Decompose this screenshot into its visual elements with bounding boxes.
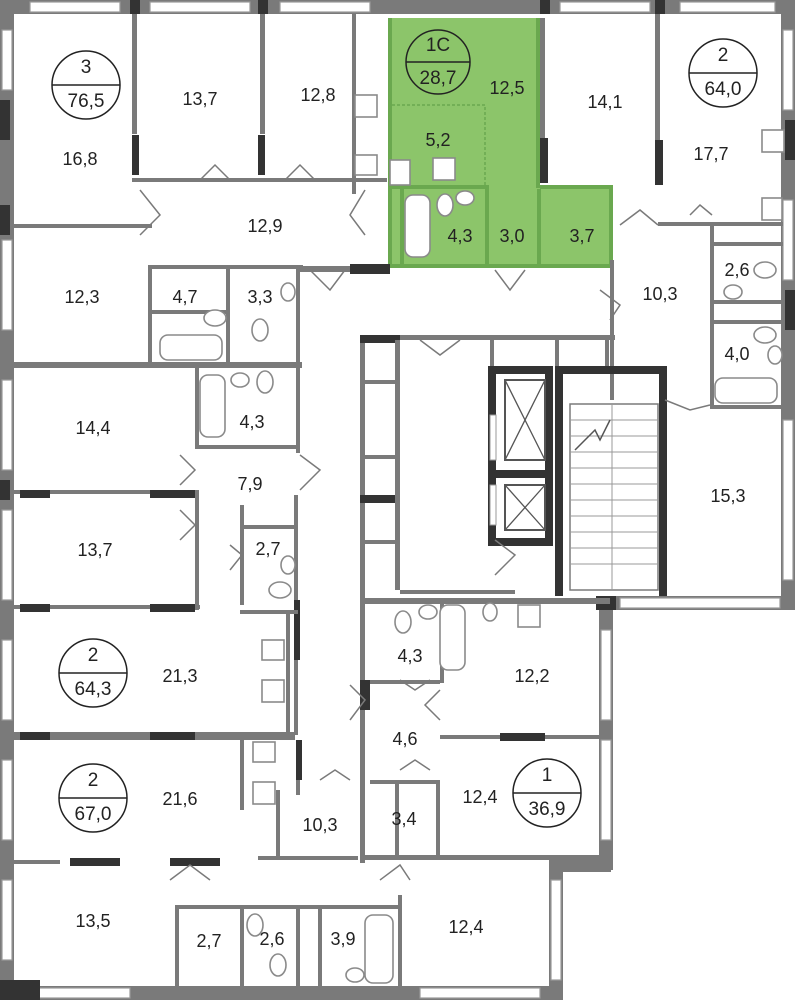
room-area: 15,3 [710, 486, 745, 506]
room-area: 14,1 [587, 92, 622, 112]
interior-walls [10, 14, 783, 990]
room-area: 4,0 [724, 344, 749, 364]
bathroom-fixtures [159, 94, 785, 984]
room-area: 4,3 [397, 646, 422, 666]
room-area: 4,3 [239, 412, 264, 432]
apartment-badge-selected[interactable]: 1С 28,7 [405, 29, 471, 95]
apartment-type: 2 [88, 645, 99, 666]
elevators [489, 379, 546, 531]
apartment-type: 1С [426, 35, 450, 56]
room-area: 3,0 [499, 226, 524, 246]
room-area: 12,5 [489, 78, 524, 98]
apartment-area: 76,5 [68, 91, 105, 112]
room-area: 12,2 [514, 666, 549, 686]
room-area: 21,6 [162, 789, 197, 809]
doors [139, 163, 713, 881]
apartment-area: 64,3 [75, 679, 112, 700]
room-area: 2,7 [255, 539, 280, 559]
apartment-badge[interactable]: 2 64,3 [58, 638, 128, 708]
room-area: 5,2 [425, 130, 450, 150]
room-area: 17,7 [693, 144, 728, 164]
apartment-area: 28,7 [420, 68, 457, 89]
apartment-area: 64,0 [705, 79, 742, 100]
apartment-badge[interactable]: 2 67,0 [58, 763, 128, 833]
apartment-badge[interactable]: 2 64,0 [688, 38, 758, 108]
room-area: 12,3 [64, 287, 99, 307]
room-area: 4,3 [447, 226, 472, 246]
apartment-area: 67,0 [75, 804, 112, 825]
apartment-badge[interactable]: 1 36,9 [512, 758, 582, 828]
room-area: 14,4 [75, 418, 110, 438]
apartment-type: 2 [718, 45, 729, 66]
room-area: 2,6 [724, 260, 749, 280]
room-area: 12,9 [247, 216, 282, 236]
room-area: 3,4 [391, 809, 416, 829]
room-area: 13,7 [77, 540, 112, 560]
room-area: 3,7 [569, 226, 594, 246]
room-area: 4,6 [392, 729, 417, 749]
room-area: 10,3 [642, 284, 677, 304]
room-area: 16,8 [62, 149, 97, 169]
apartment-type: 3 [81, 57, 92, 78]
room-area: 21,3 [162, 666, 197, 686]
room-area: 4,7 [172, 287, 197, 307]
room-area: 3,3 [247, 287, 272, 307]
stairwell [569, 403, 659, 591]
room-area: 13,5 [75, 911, 110, 931]
room-labels: 16,8 13,7 12,8 12,5 5,2 4,3 3,0 3,7 14,1… [62, 78, 749, 951]
room-area: 12,8 [300, 85, 335, 105]
room-area: 13,7 [182, 89, 217, 109]
apartment-badge[interactable]: 3 76,5 [51, 50, 121, 120]
room-area: 7,9 [237, 474, 262, 494]
apartment-type: 1 [542, 765, 553, 786]
room-area: 2,6 [259, 929, 284, 949]
room-area: 12,4 [462, 787, 497, 807]
apartment-type: 2 [88, 770, 99, 791]
room-area: 3,9 [330, 929, 355, 949]
room-area: 10,3 [302, 815, 337, 835]
room-area: 2,7 [196, 931, 221, 951]
apartment-area: 36,9 [529, 799, 566, 820]
room-area: 12,4 [448, 917, 483, 937]
